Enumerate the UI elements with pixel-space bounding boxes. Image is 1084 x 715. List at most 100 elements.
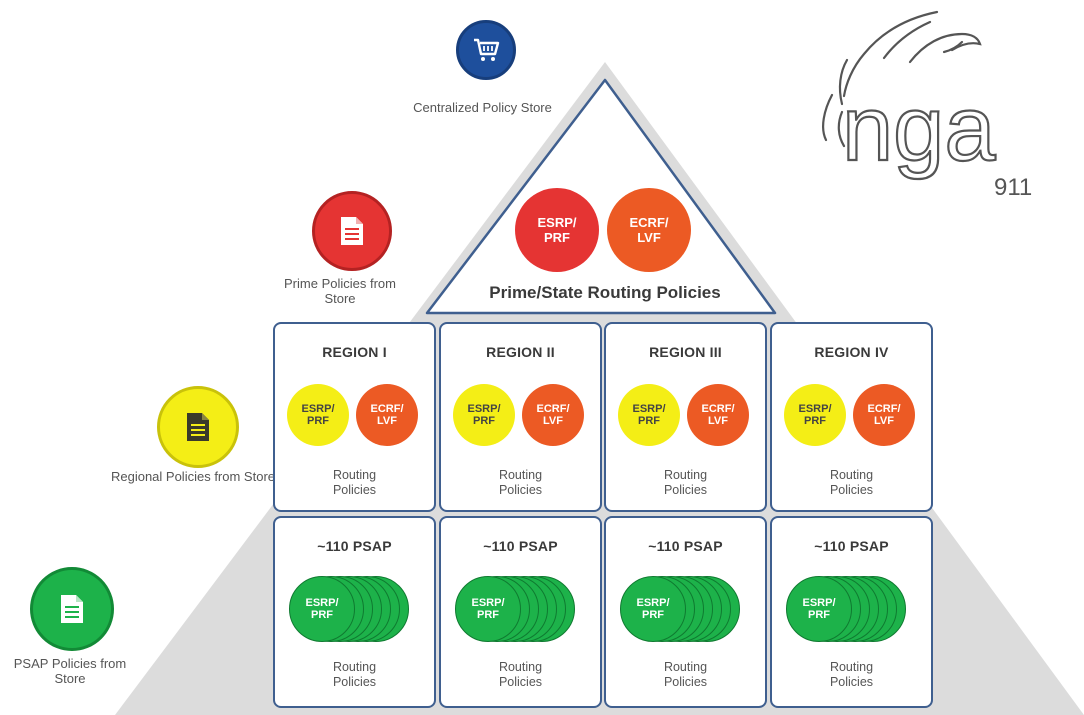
region-caption-line2: Policies [663, 483, 708, 497]
psap-esrp-line2: PRF [641, 609, 664, 621]
region-caption: Routing Policies [441, 468, 600, 498]
centralized-store-icon-circle [456, 20, 516, 80]
apex-ecrf-disc: ECRF/LVF [607, 188, 691, 272]
apex-title: Prime/State Routing Policies [489, 283, 721, 302]
apex-triangle [425, 78, 777, 315]
region-box-1: REGION I ESRP/PRF ECRF/LVF Routing Polic… [273, 322, 436, 512]
psap-caption-line2: Policies [498, 675, 543, 689]
region-esrp-line2: PRF [637, 415, 660, 427]
region-ecrf-line1: ECRF/ [536, 403, 570, 415]
region-title: REGION I [322, 344, 387, 360]
psap-caption-line1: Routing [332, 660, 377, 674]
region-esrp-disc: ESRP/PRF [618, 384, 680, 446]
psap-caption-line1: Routing [498, 660, 543, 674]
psap-box-3: ~110 PSAP ESRP/PRF Routing Policies [604, 516, 767, 708]
psap-caption: Routing Policies [441, 660, 600, 690]
region-title: REGION II [486, 344, 555, 360]
document-icon [61, 595, 83, 623]
region-box-4: REGION IV ESRP/PRF ECRF/LVF Routing Poli… [770, 322, 933, 512]
region-esrp-line2: PRF [803, 415, 826, 427]
psap-caption-line1: Routing [829, 660, 874, 674]
region-ecrf-disc: ECRF/LVF [853, 384, 915, 446]
apex-ecrf-line2: LVF [637, 230, 661, 245]
psap-title: ~110 PSAP [317, 538, 392, 554]
psap-box-1: ~110 PSAP ESRP/PRF Routing Policies [273, 516, 436, 708]
psap-esrp-line2: PRF [476, 609, 499, 621]
psap-caption: Routing Policies [606, 660, 765, 690]
psap-esrp-line1: ESRP/ [305, 597, 339, 609]
psap-esrp-line1: ESRP/ [802, 597, 836, 609]
apex-esrp-line2: PRF [543, 230, 570, 245]
region-caption-line1: Routing [829, 468, 874, 482]
region-title: REGION IV [814, 344, 889, 360]
logo-wordmark: nga [842, 78, 996, 180]
psap-esrp-disc: ESRP/PRF [620, 576, 686, 642]
region-ecrf-line1: ECRF/ [867, 403, 901, 415]
psap-title: ~110 PSAP [648, 538, 723, 554]
psap-box-4: ~110 PSAP ESRP/PRF Routing Policies [770, 516, 933, 708]
region-ecrf-line2: LVF [874, 415, 894, 427]
psap-esrp-disc: ESRP/PRF [455, 576, 521, 642]
psap-esrp-line2: PRF [310, 609, 333, 621]
region-caption-line1: Routing [663, 468, 708, 482]
psap-caption: Routing Policies [772, 660, 931, 690]
region-ecrf-line1: ECRF/ [701, 403, 735, 415]
region-esrp-line1: ESRP/ [301, 403, 335, 415]
region-esrp-line1: ESRP/ [798, 403, 832, 415]
region-title: REGION III [649, 344, 722, 360]
psap-caption-line2: Policies [663, 675, 708, 689]
psap-store-icon-circle [30, 567, 114, 651]
region-caption: Routing Policies [772, 468, 931, 498]
psap-caption: Routing Policies [275, 660, 434, 690]
apex-ecrf-line1: ECRF/ [629, 215, 669, 230]
psap-box-2: ~110 PSAP ESRP/PRF Routing Policies [439, 516, 602, 708]
regional-store-icon-circle [157, 386, 239, 468]
region-esrp-line1: ESRP/ [467, 403, 501, 415]
shopping-cart-icon [474, 38, 500, 61]
psap-esrp-disc: ESRP/PRF [289, 576, 355, 642]
logo-number: 911 [994, 174, 1032, 201]
psap-store-label: PSAP Policies from Store [13, 656, 127, 686]
region-caption-line2: Policies [498, 483, 543, 497]
region-box-2: REGION II ESRP/PRF ECRF/LVF Routing Poli… [439, 322, 602, 512]
region-ecrf-disc: ECRF/LVF [687, 384, 749, 446]
region-caption-line2: Policies [332, 483, 377, 497]
centralized-store-label: Centralized Policy Store [413, 100, 552, 115]
psap-caption-line2: Policies [332, 675, 377, 689]
region-esrp-disc: ESRP/PRF [287, 384, 349, 446]
psap-esrp-line2: PRF [807, 609, 830, 621]
psap-esrp-disc: ESRP/PRF [786, 576, 852, 642]
document-icon [187, 413, 209, 441]
psap-title: ~110 PSAP [814, 538, 889, 554]
psap-title: ~110 PSAP [483, 538, 558, 554]
psap-esrp-line1: ESRP/ [471, 597, 505, 609]
psap-caption-line2: Policies [829, 675, 874, 689]
region-caption-line1: Routing [332, 468, 377, 482]
region-esrp-line2: PRF [306, 415, 329, 427]
psap-caption-line1: Routing [663, 660, 708, 674]
regional-store-label: Regional Policies from Store [110, 469, 276, 484]
apex-esrp-line1: ESRP/ [537, 215, 577, 230]
region-caption-line1: Routing [498, 468, 543, 482]
nga-911-logo: nga 911 [822, 10, 1032, 201]
region-esrp-line2: PRF [472, 415, 495, 427]
region-caption: Routing Policies [606, 468, 765, 498]
eagle-mark [822, 10, 982, 148]
region-ecrf-disc: ECRF/LVF [522, 384, 584, 446]
region-esrp-disc: ESRP/PRF [453, 384, 515, 446]
region-ecrf-line2: LVF [377, 415, 397, 427]
region-ecrf-line2: LVF [708, 415, 728, 427]
region-ecrf-disc: ECRF/LVF [356, 384, 418, 446]
document-icon [341, 217, 363, 245]
region-esrp-line1: ESRP/ [632, 403, 666, 415]
prime-store-label: Prime Policies from Store [284, 276, 396, 306]
region-caption-line2: Policies [829, 483, 874, 497]
region-ecrf-line1: ECRF/ [370, 403, 404, 415]
region-box-3: REGION III ESRP/PRF ECRF/LVF Routing Pol… [604, 322, 767, 512]
psap-esrp-line1: ESRP/ [636, 597, 670, 609]
prime-store-icon-circle [312, 191, 392, 271]
apex-esrp-disc: ESRP/PRF [515, 188, 599, 272]
region-caption: Routing Policies [275, 468, 434, 498]
region-esrp-disc: ESRP/PRF [784, 384, 846, 446]
